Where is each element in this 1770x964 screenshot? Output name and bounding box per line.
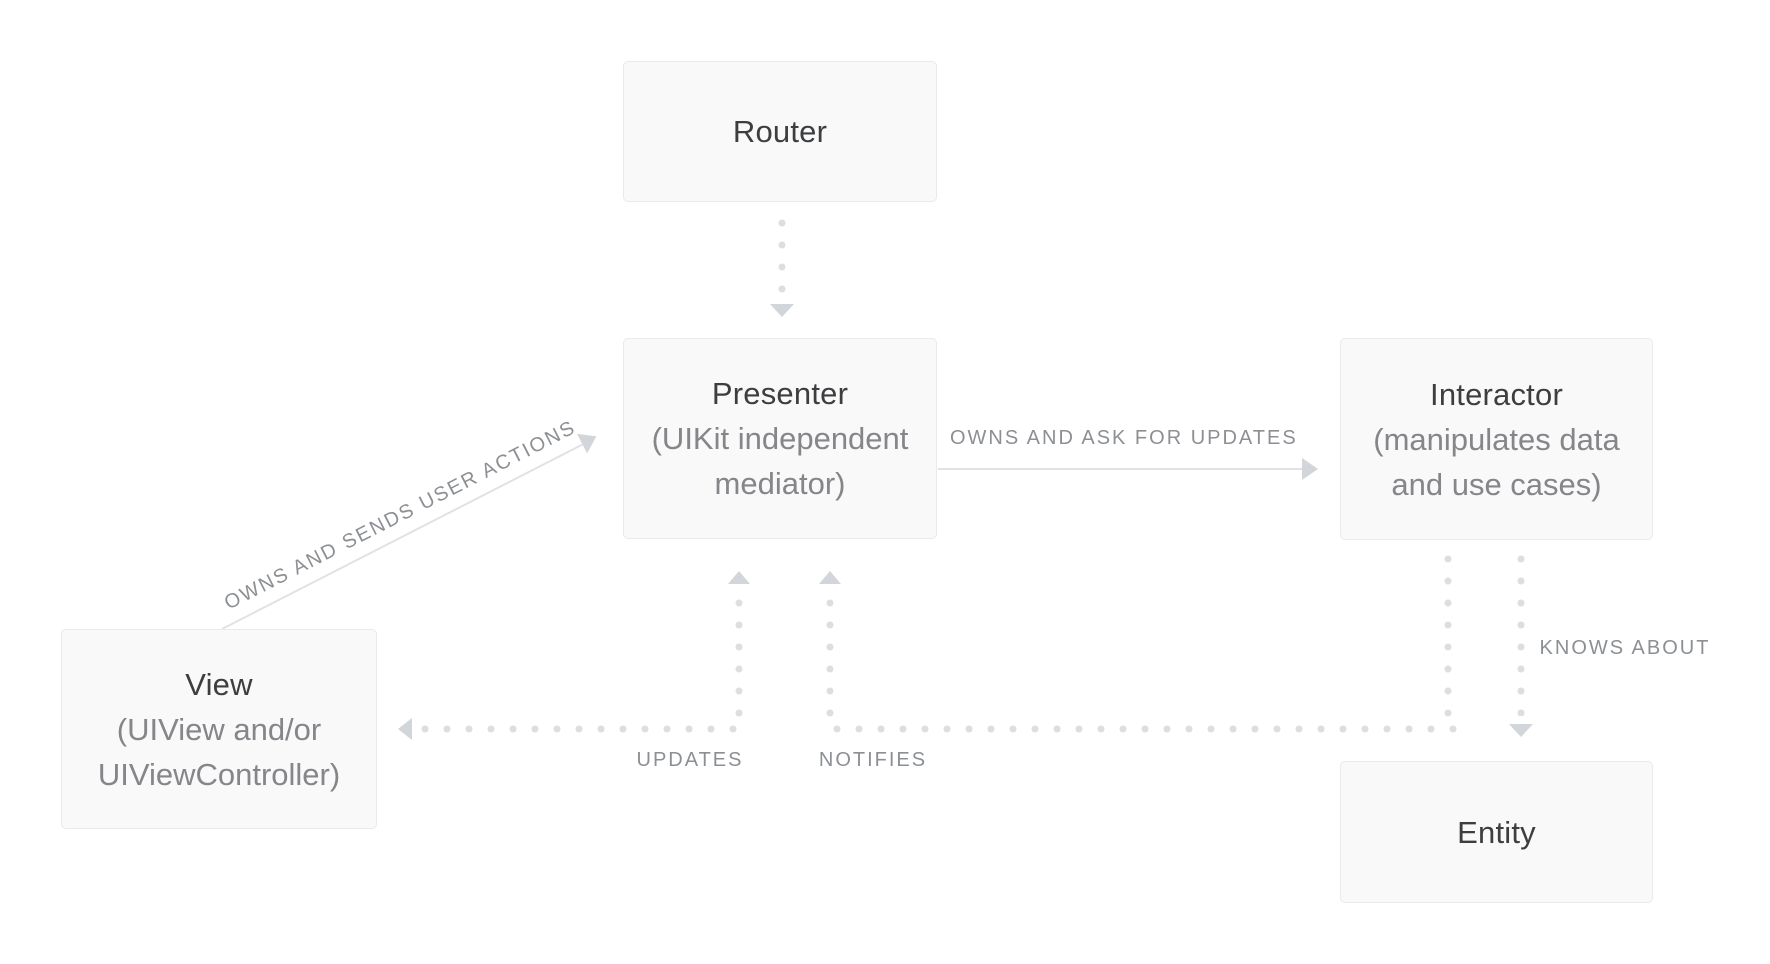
edge-presenter-to-interactor-line bbox=[938, 468, 1302, 470]
arrow-down-icon bbox=[770, 304, 794, 317]
node-interactor-title: Interactor bbox=[1430, 376, 1563, 412]
node-entity: Entity bbox=[1340, 761, 1653, 903]
arrow-left-icon bbox=[398, 718, 412, 740]
edge-updates-horizontal-dotted-line bbox=[414, 725, 744, 733]
node-view: View (UIView and/or UIViewController) bbox=[61, 629, 377, 829]
edge-interactor-descent-dotted-line bbox=[1444, 548, 1452, 724]
edge-label-updates: UPDATES bbox=[636, 749, 744, 771]
arrow-up-icon bbox=[819, 571, 841, 584]
edge-notifies-horizontal-dotted-line bbox=[826, 725, 1458, 733]
edge-label-owns-and-sends-user-actions: OWNS AND SENDS USER ACTIONS bbox=[220, 416, 580, 615]
node-view-title: View bbox=[185, 666, 253, 702]
arrow-down-icon bbox=[1509, 724, 1533, 737]
edge-label-notifies: NOTIFIES bbox=[818, 749, 928, 771]
edge-router-to-presenter-dotted-line bbox=[778, 212, 786, 302]
edge-label-knows-about: KNOWS ABOUT bbox=[1539, 637, 1711, 659]
node-entity-title: Entity bbox=[1457, 814, 1536, 850]
node-presenter-subtitle: (UIKit independent mediator) bbox=[651, 421, 909, 501]
arrow-right-icon bbox=[1302, 458, 1318, 480]
node-router: Router bbox=[623, 61, 937, 202]
edge-label-owns-and-ask-for-updates: OWNS AND ASK FOR UPDATES bbox=[950, 427, 1298, 449]
node-view-subtitle: (UIView and/or UIViewController) bbox=[97, 711, 341, 792]
node-interactor-subtitle: (manipulates data and use cases) bbox=[1373, 421, 1620, 502]
arrow-up-icon bbox=[728, 571, 750, 584]
node-interactor: Interactor (manipulates data and use cas… bbox=[1340, 338, 1653, 540]
edge-knows-about-dotted-line bbox=[1517, 548, 1525, 716]
node-router-title: Router bbox=[732, 114, 828, 149]
edge-view-to-presenter: OWNS AND SENDS USER ACTIONS bbox=[221, 416, 602, 630]
edge-view-to-presenter-line bbox=[221, 443, 583, 630]
edge-notifies-vertical-dotted-line bbox=[826, 592, 834, 718]
node-presenter-title: Presenter bbox=[711, 376, 849, 411]
edge-updates-vertical-dotted-line bbox=[735, 592, 743, 718]
node-presenter: Presenter (UIKit independent mediator) bbox=[623, 338, 937, 539]
